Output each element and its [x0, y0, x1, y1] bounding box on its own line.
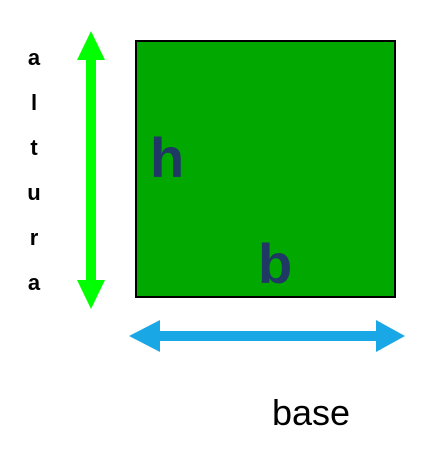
altura-letter-5: r: [29, 225, 39, 250]
base-label-b: b: [258, 232, 293, 295]
altura-letter-2: l: [30, 90, 38, 115]
altura-letter-3: t: [30, 135, 38, 160]
green-square: [135, 40, 396, 298]
height-double-arrow-icon: [77, 31, 105, 309]
height-label-h: h: [150, 126, 185, 189]
altura-letter-6: a: [27, 270, 41, 295]
base-caption: base: [272, 392, 351, 433]
altura-letter-4: u: [27, 180, 41, 205]
altura-letter-1: a: [27, 45, 41, 70]
base-double-arrow-icon: [129, 320, 405, 352]
